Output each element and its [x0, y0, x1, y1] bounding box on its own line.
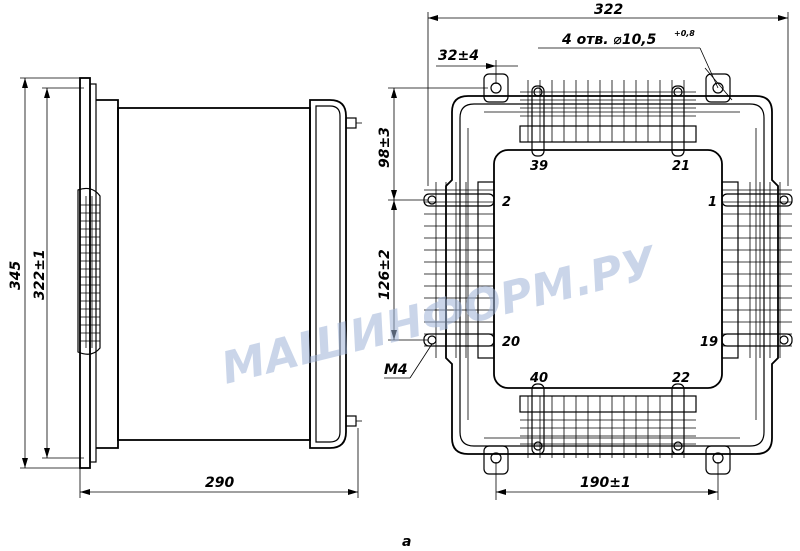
- dim-depth: 290: [205, 475, 234, 491]
- mounting-flange: [79, 77, 91, 469]
- dim-holes-note: 4 отв. ⌀10,5: [561, 32, 657, 48]
- thread-label: M4: [384, 362, 408, 378]
- dim-terminal-spacing: 126±2: [377, 249, 393, 300]
- figure-caption: a: [402, 534, 411, 550]
- outer-frame: [445, 95, 779, 455]
- side-terminal-grid: [80, 196, 100, 348]
- terminal-1: 1: [708, 195, 717, 210]
- terminal-21: 21: [672, 159, 690, 174]
- terminal-39: 39: [530, 159, 548, 174]
- terminal-20: 20: [502, 335, 520, 350]
- dim-holes-tolerance: +0,8: [674, 29, 695, 38]
- dim-upper-offset: 98±3: [377, 127, 393, 168]
- dim-total-height: 345: [8, 261, 24, 290]
- terminal-22: 22: [672, 371, 690, 386]
- core-body: [117, 107, 311, 441]
- outer-frame-inner: [459, 103, 765, 447]
- dim-overall-width: 322: [594, 2, 623, 18]
- dim-hole-offset: 32±4: [438, 48, 479, 64]
- dim-mount-height: 322±1: [32, 249, 48, 300]
- right-cover: [309, 99, 347, 449]
- flange-inner: [89, 83, 97, 463]
- dim-bottom-spacing: 190±1: [580, 475, 631, 491]
- right-terminal-comb: [721, 181, 793, 359]
- watermark: МАШИНФОРМ.РУ: [216, 237, 663, 395]
- stud-bottom: [345, 415, 357, 427]
- side-terminal-block: [77, 187, 101, 355]
- terminal-2: 2: [502, 195, 511, 210]
- core-window: [493, 149, 723, 389]
- terminal-19: 19: [700, 335, 718, 350]
- stud-top: [345, 117, 357, 129]
- left-cover: [96, 99, 119, 449]
- top-view: 39 21 2 1 20 19 40 22 322 32±4 4 отв. ⌀1…: [377, 2, 793, 500]
- side-view: 345 322±1 290: [8, 77, 362, 498]
- terminal-40: 40: [529, 371, 548, 386]
- right-cover-inner: [315, 105, 341, 443]
- bottom-terminal-comb: [519, 383, 697, 458]
- top-terminal-comb: [519, 80, 697, 157]
- left-terminal-comb: [423, 181, 495, 359]
